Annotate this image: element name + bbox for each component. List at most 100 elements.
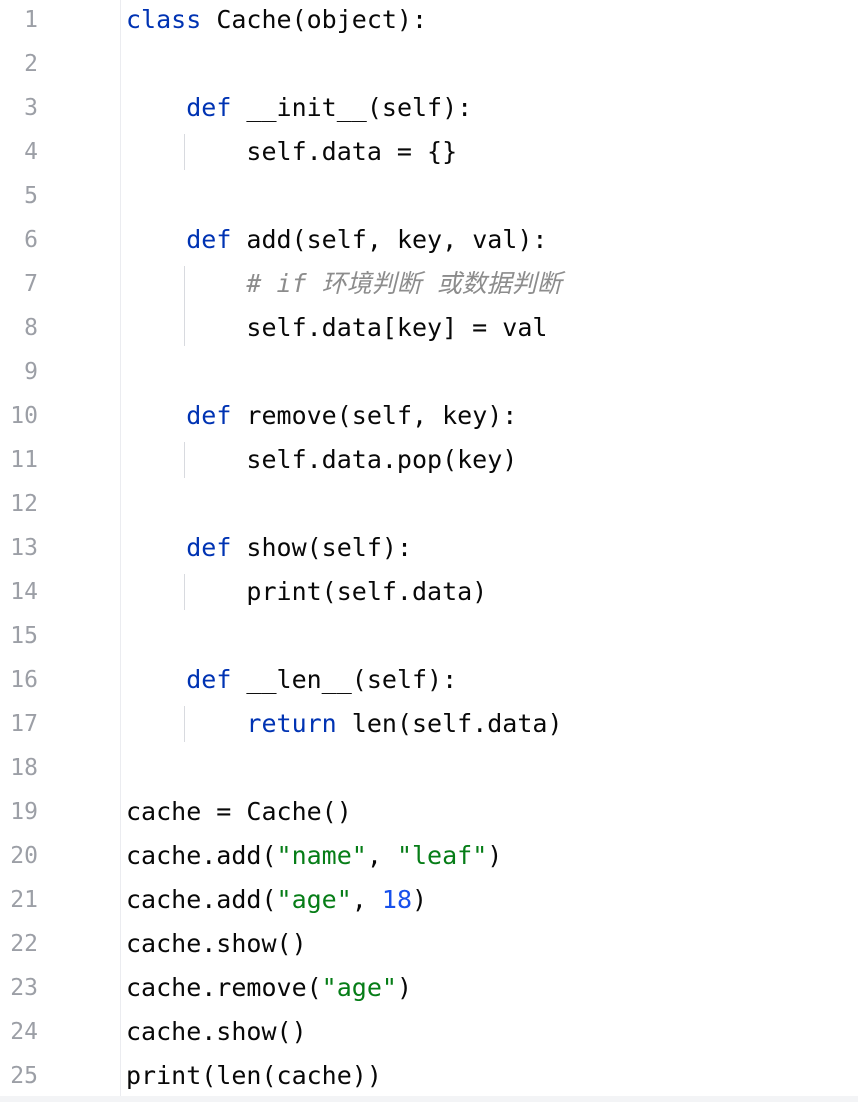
code-line[interactable]: 2 <box>0 42 858 86</box>
code-line[interactable]: 11 self.data.pop(key) <box>0 438 858 482</box>
code-token: cache = Cache() <box>126 797 352 826</box>
line-number[interactable]: 23 <box>10 975 38 1001</box>
code-text[interactable]: print(len(cache)) <box>126 1054 382 1098</box>
code-text[interactable]: def add(self, key, val): <box>126 218 547 262</box>
code-text[interactable]: cache.show() <box>126 1010 307 1054</box>
code-line[interactable]: 8 self.data[key] = val <box>0 306 858 350</box>
line-number[interactable]: 11 <box>10 447 38 473</box>
indent-guide <box>184 442 185 478</box>
code-token <box>126 401 186 430</box>
code-line[interactable]: 9 <box>0 350 858 394</box>
line-number[interactable]: 17 <box>10 711 38 737</box>
line-number[interactable]: 22 <box>10 931 38 957</box>
code-text[interactable]: return len(self.data) <box>126 702 563 746</box>
code-line[interactable]: 23 cache.remove("age") <box>0 966 858 1010</box>
code-line[interactable]: 19 cache = Cache() <box>0 790 858 834</box>
code-line[interactable]: 18 <box>0 746 858 790</box>
line-number[interactable]: 14 <box>10 579 38 605</box>
string-token: "age" <box>276 885 352 914</box>
code-text[interactable]: cache.show() <box>126 922 307 966</box>
code-line[interactable]: 4 self.data = {} <box>0 130 858 174</box>
line-number[interactable]: 16 <box>10 667 38 693</box>
number-token: 18 <box>381 885 412 914</box>
code-line[interactable]: 16 def __len__(self): <box>0 658 858 702</box>
code-text[interactable]: # if 环境判断 或数据判断 <box>126 262 561 306</box>
code-line[interactable]: 25 print(len(cache)) <box>0 1054 858 1098</box>
code-token: remove(self, key): <box>231 401 518 430</box>
code-line[interactable]: 10 def remove(self, key): <box>0 394 858 438</box>
line-number[interactable]: 1 <box>24 7 38 33</box>
code-token: cache.show() <box>126 1017 307 1046</box>
code-line[interactable]: 5 <box>0 174 858 218</box>
code-token: __len__(self): <box>231 665 458 694</box>
code-line[interactable]: 13 def show(self): <box>0 526 858 570</box>
code-token: self.data = {} <box>126 137 458 166</box>
line-number[interactable]: 2 <box>24 51 38 77</box>
line-number[interactable]: 24 <box>10 1019 38 1045</box>
line-number[interactable]: 21 <box>10 887 38 913</box>
editor-bottom-strip <box>0 1096 858 1102</box>
code-token: add(self, key, val): <box>231 225 548 254</box>
code-token <box>126 709 246 738</box>
code-token: , <box>351 885 382 914</box>
indent-guide <box>184 574 185 610</box>
code-text[interactable]: cache.add("name", "leaf") <box>126 834 502 878</box>
line-number[interactable]: 20 <box>10 843 38 869</box>
code-token: cache.remove( <box>126 973 322 1002</box>
code-line[interactable]: 1 class Cache(object): <box>0 0 858 42</box>
code-line[interactable]: 6 def add(self, key, val): <box>0 218 858 262</box>
code-text[interactable]: class Cache(object): <box>126 0 427 42</box>
code-text[interactable]: print(self.data) <box>126 570 487 614</box>
keyword-token: def <box>186 93 232 122</box>
code-line[interactable]: 20 cache.add("name", "leaf") <box>0 834 858 878</box>
line-number[interactable]: 19 <box>10 799 38 825</box>
line-number[interactable]: 6 <box>24 227 38 253</box>
code-text[interactable]: def __init__(self): <box>126 86 472 130</box>
code-token: len(self.data) <box>336 709 563 738</box>
line-number[interactable]: 7 <box>24 271 38 297</box>
line-number[interactable]: 25 <box>10 1063 38 1089</box>
line-number[interactable]: 3 <box>24 95 38 121</box>
code-line[interactable]: 22 cache.show() <box>0 922 858 966</box>
code-line[interactable]: 14 print(self.data) <box>0 570 858 614</box>
code-token: cache.add( <box>126 885 277 914</box>
string-token: "age" <box>321 973 397 1002</box>
line-number[interactable]: 8 <box>24 315 38 341</box>
code-text[interactable]: def __len__(self): <box>126 658 457 702</box>
code-token: ) <box>396 973 412 1002</box>
code-line[interactable]: 15 <box>0 614 858 658</box>
code-text[interactable]: def remove(self, key): <box>126 394 517 438</box>
code-token: ) <box>412 885 428 914</box>
string-token: "name" <box>276 841 367 870</box>
line-number[interactable]: 10 <box>10 403 38 429</box>
code-text[interactable]: cache.add("age", 18) <box>126 878 427 922</box>
line-number[interactable]: 4 <box>24 139 38 165</box>
line-number[interactable]: 12 <box>10 491 38 517</box>
line-number[interactable]: 9 <box>24 359 38 385</box>
code-token <box>126 533 186 562</box>
code-token: print(self.data) <box>126 577 488 606</box>
code-line[interactable]: 12 <box>0 482 858 526</box>
line-number[interactable]: 18 <box>10 755 38 781</box>
code-token: Cache(object): <box>201 5 428 34</box>
code-line[interactable]: 21 cache.add("age", 18) <box>0 878 858 922</box>
line-number[interactable]: 5 <box>24 183 38 209</box>
code-line[interactable]: 17 return len(self.data) <box>0 702 858 746</box>
code-line[interactable]: 3 def __init__(self): <box>0 86 858 130</box>
code-line[interactable]: 24 cache.show() <box>0 1010 858 1054</box>
code-token: cache.show() <box>126 929 307 958</box>
code-text[interactable]: self.data[key] = val <box>126 306 547 350</box>
code-text[interactable]: cache = Cache() <box>126 790 352 834</box>
code-text[interactable]: self.data = {} <box>126 130 457 174</box>
code-text[interactable]: cache.remove("age") <box>126 966 412 1010</box>
code-line[interactable]: 7 # if 环境判断 或数据判断 <box>0 262 858 306</box>
line-number[interactable]: 15 <box>10 623 38 649</box>
code-token: show(self): <box>231 533 412 562</box>
keyword-token: def <box>186 225 232 254</box>
code-token <box>126 225 186 254</box>
code-text[interactable]: def show(self): <box>126 526 412 570</box>
line-number[interactable]: 13 <box>10 535 38 561</box>
code-text[interactable]: self.data.pop(key) <box>126 438 517 482</box>
code-token: self.data[key] = val <box>126 313 548 342</box>
